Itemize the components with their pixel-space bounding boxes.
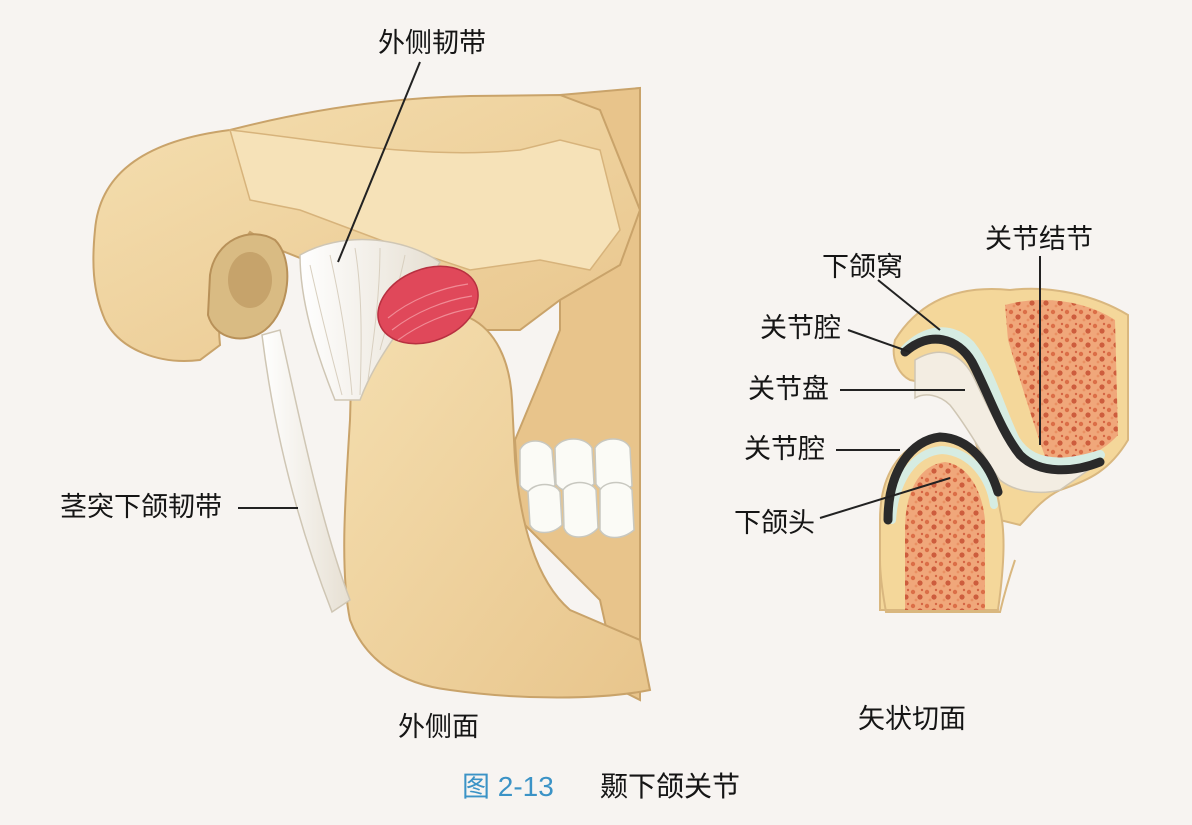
label-articular-disc: 关节盘 xyxy=(748,374,829,405)
ear-canal-inner xyxy=(228,252,272,308)
leader-lateral-ligament xyxy=(337,61,421,263)
label-lower-joint-cavity: 关节腔 xyxy=(744,434,825,465)
lower-joint-cavity xyxy=(883,432,1003,525)
leader-upper-cavity xyxy=(847,329,911,353)
teeth xyxy=(519,438,635,539)
lateral-pterygoid-muscle xyxy=(377,265,479,345)
leader-mandibular-head xyxy=(819,477,951,519)
condyle-marrow xyxy=(905,462,985,610)
sagittal-section-illustration xyxy=(819,256,1129,613)
fossa-cartilage xyxy=(900,327,1105,468)
figure-number: 图 2-13 xyxy=(462,771,554,802)
label-mandibular-fossa: 下颌窝 xyxy=(822,252,903,283)
label-upper-joint-cavity: 关节腔 xyxy=(760,313,841,344)
lateral-view-title: 外侧面 xyxy=(398,712,479,743)
label-lateral-ligament: 外侧韧带 xyxy=(378,28,486,59)
upper-joint-cavity xyxy=(900,334,1105,475)
condyle-cartilage xyxy=(888,445,998,524)
muscle-fibers xyxy=(387,283,475,341)
condyle-neck-edge xyxy=(879,559,1016,613)
leader-mandibular-fossa xyxy=(877,279,941,331)
mandible-bone xyxy=(343,283,652,699)
stylomandibular-ligament xyxy=(261,329,351,614)
label-stylomandibular-ligament: 茎突下颌韧带 xyxy=(60,492,222,523)
temporal-marrow xyxy=(1005,300,1118,470)
label-articular-tubercle: 关节结节 xyxy=(985,224,1093,255)
zygomatic-arch xyxy=(228,129,621,271)
lateral-view-illustration xyxy=(92,61,652,702)
figure-title: 颞下颌关节 xyxy=(600,770,741,803)
sagittal-section-title: 矢状切面 xyxy=(858,704,966,735)
label-mandibular-head: 下颌头 xyxy=(734,508,815,539)
